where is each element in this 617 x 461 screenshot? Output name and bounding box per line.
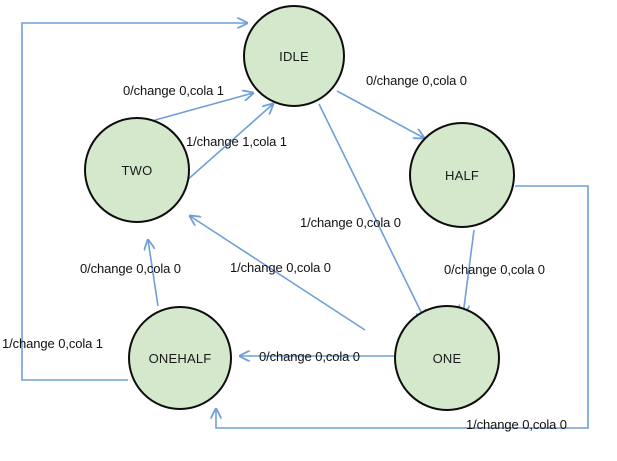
edge-one-to-two bbox=[190, 216, 366, 331]
transition-label-idle-to-half: 0/change 0,cola 0 bbox=[366, 73, 467, 88]
state-label-one: ONE bbox=[432, 350, 462, 366]
transition-label-two-to-idle: 0/change 0,cola 1 bbox=[123, 83, 224, 98]
transition-label-one-to-onehalf: 0/change 0,cola 0 bbox=[259, 349, 360, 364]
state-node-half[interactable]: HALF bbox=[409, 122, 515, 228]
transition-label-onehalf-to-idle: 1/change 0,cola 1 bbox=[2, 336, 103, 351]
edge-two-to-idle bbox=[147, 93, 253, 123]
edge-half-to-one bbox=[463, 229, 475, 315]
state-node-two[interactable]: TWO bbox=[84, 117, 190, 223]
transition-label-half-to-one: 0/change 0,cola 0 bbox=[444, 262, 545, 277]
state-label-onehalf: ONEHALF bbox=[148, 350, 212, 366]
state-label-idle: IDLE bbox=[279, 48, 309, 64]
edge-idle-to-one bbox=[318, 103, 425, 320]
transition-label-half-to-onehalf: 1/change 0,cola 0 bbox=[466, 417, 567, 432]
state-node-one[interactable]: ONE bbox=[394, 305, 500, 411]
state-label-two: TWO bbox=[121, 162, 153, 178]
edge-onehalf-to-idle bbox=[21, 23, 247, 381]
state-label-half: HALF bbox=[444, 167, 480, 183]
edge-onehalf-to-two bbox=[148, 240, 159, 307]
edge-two-to-idle-alt bbox=[184, 104, 273, 183]
edge-half-to-onehalf bbox=[216, 185, 589, 429]
transition-label-idle-to-one: 1/change 0,cola 0 bbox=[300, 215, 401, 230]
transition-label-one-to-two: 1/change 0,cola 0 bbox=[230, 260, 331, 275]
transition-label-onehalf-to-two: 0/change 0,cola 0 bbox=[80, 261, 181, 276]
transition-label-two-to-idle-alt: 1/change 1,cola 1 bbox=[186, 134, 287, 149]
state-node-idle[interactable]: IDLE bbox=[243, 5, 345, 107]
state-node-onehalf[interactable]: ONEHALF bbox=[128, 306, 232, 410]
edge-idle-to-half bbox=[336, 90, 424, 138]
